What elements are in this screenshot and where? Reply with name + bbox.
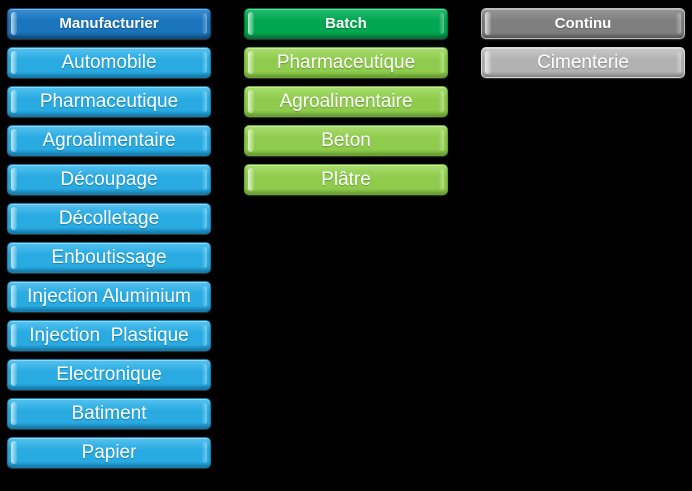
- button-label: Cimenterie: [537, 51, 629, 73]
- header-button-continu[interactable]: Continu: [481, 8, 685, 39]
- button-label: Pharmaceutique: [276, 51, 416, 73]
- button-cimenterie[interactable]: Cimenterie: [481, 47, 685, 78]
- button-decolletage[interactable]: Décolletage: [7, 203, 211, 234]
- button-label: Papier: [81, 441, 137, 463]
- header-button-manufacturier[interactable]: Manufacturier: [7, 8, 211, 39]
- button-label: Injection Plastique: [29, 324, 189, 346]
- button-pharmaceutique-manufacturier[interactable]: Pharmaceutique: [7, 86, 211, 117]
- button-agroalimentaire-batch[interactable]: Agroalimentaire: [244, 86, 448, 117]
- button-batiment[interactable]: Batiment: [7, 398, 211, 429]
- button-label: Agroalimentaire: [42, 129, 176, 151]
- button-beton[interactable]: Beton: [244, 125, 448, 156]
- button-injection-plastique[interactable]: Injection Plastique: [7, 320, 211, 351]
- header-label: Continu: [554, 15, 612, 32]
- button-label: Injection Aluminium: [27, 285, 191, 307]
- button-decoupage[interactable]: Découpage: [7, 164, 211, 195]
- button-automobile[interactable]: Automobile: [7, 47, 211, 78]
- button-label: Découpage: [60, 168, 158, 190]
- button-injection-aluminium[interactable]: Injection Aluminium: [7, 281, 211, 312]
- column-batch: Batch Pharmaceutique Agroalimentaire Bet…: [244, 8, 448, 195]
- button-label: Automobile: [61, 51, 157, 73]
- button-platre[interactable]: Plâtre: [244, 164, 448, 195]
- button-label: Electronique: [56, 363, 162, 385]
- button-agroalimentaire-manufacturier[interactable]: Agroalimentaire: [7, 125, 211, 156]
- button-papier[interactable]: Papier: [7, 437, 211, 468]
- button-label: Pharmaceutique: [39, 90, 179, 112]
- button-label: Agroalimentaire: [279, 90, 413, 112]
- button-label: Plâtre: [321, 168, 371, 190]
- header-label: Batch: [325, 15, 367, 32]
- button-enboutissage[interactable]: Enboutissage: [7, 242, 211, 273]
- button-label: Enboutissage: [51, 246, 167, 268]
- button-label: Beton: [321, 129, 371, 151]
- button-electronique[interactable]: Electronique: [7, 359, 211, 390]
- button-label: Décolletage: [58, 207, 160, 229]
- column-manufacturier: Manufacturier Automobile Pharmaceutique …: [7, 8, 211, 468]
- header-label: Manufacturier: [59, 15, 159, 32]
- column-continu: Continu Cimenterie: [481, 8, 685, 78]
- button-label: Batiment: [71, 402, 147, 424]
- button-pharmaceutique-batch[interactable]: Pharmaceutique: [244, 47, 448, 78]
- header-button-batch[interactable]: Batch: [244, 8, 448, 39]
